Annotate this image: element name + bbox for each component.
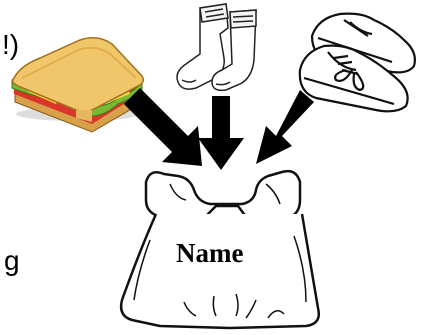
socks-icon <box>177 4 256 90</box>
sandwich-icon <box>12 38 143 132</box>
arrow-right <box>256 90 314 164</box>
shoes-icon <box>300 14 415 112</box>
cropped-text-top: !) <box>2 31 19 59</box>
arrow-left <box>124 88 202 166</box>
cropped-text-bottom: g <box>4 247 20 275</box>
arrow-center <box>198 96 244 170</box>
bag-name-label: Name <box>176 240 243 267</box>
